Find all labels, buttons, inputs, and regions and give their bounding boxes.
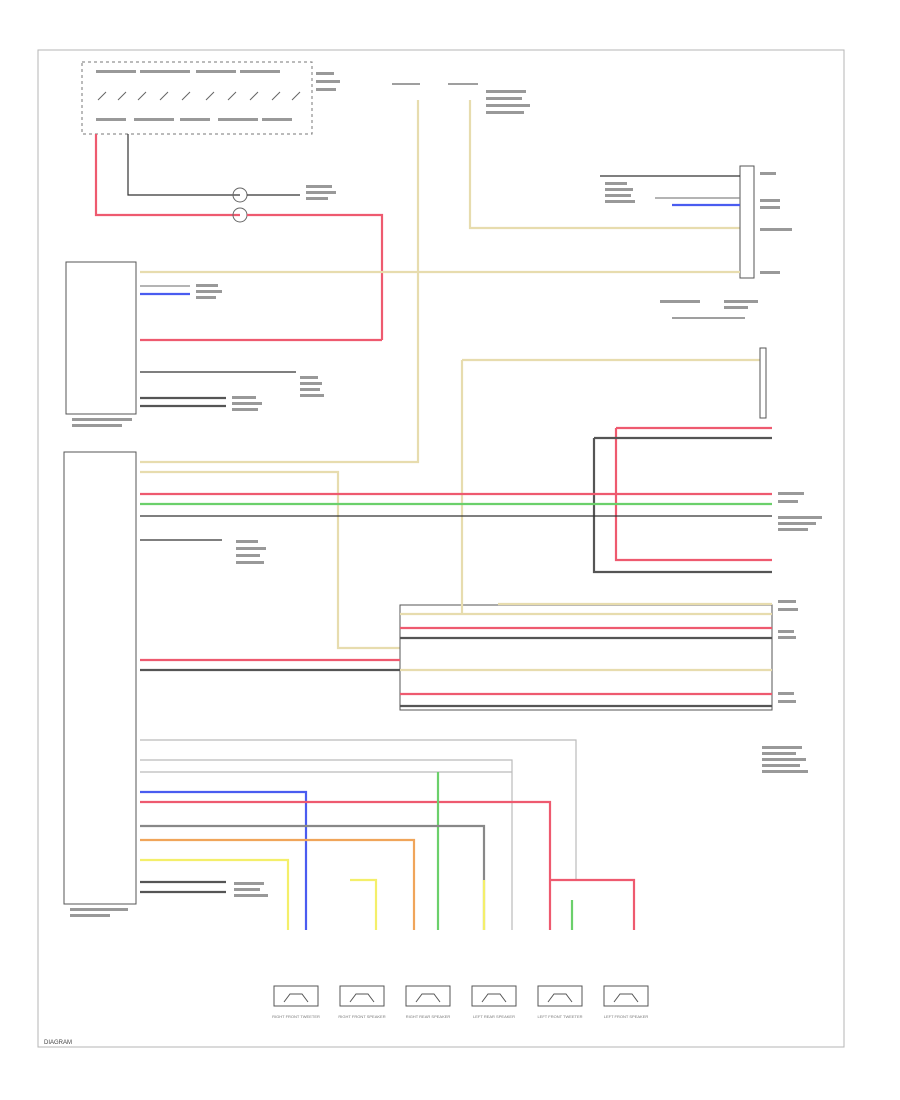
wire-fuse-black <box>127 134 240 196</box>
display-module <box>65 261 137 415</box>
speaker-lf-door: LEFT FRONT SPEAKER <box>603 985 649 1019</box>
speaker-lf-tweeter: LEFT FRONT TWEETER <box>537 985 583 1019</box>
speaker-label: LEFT FRONT TWEETER <box>537 1014 582 1019</box>
speaker-label: LEFT FRONT SPEAKER <box>604 1014 649 1019</box>
diagram-frame <box>37 49 845 1048</box>
audio-unit <box>63 451 137 905</box>
wire-fuse-red <box>94 134 240 217</box>
speaker-lr-door: LEFT REAR SPEAKER <box>471 985 517 1019</box>
speaker-rf-door: RIGHT FRONT SPEAKER <box>338 985 386 1019</box>
wire-antenna-red <box>614 426 772 562</box>
wire-speaker-yellow <box>140 858 290 930</box>
speaker-rr-door: RIGHT REAR SPEAKER <box>405 985 451 1019</box>
speaker-rf-tweeter: RIGHT FRONT TWEETER <box>272 985 320 1019</box>
speaker-label: RIGHT FRONT SPEAKER <box>338 1014 385 1019</box>
speaker-label: RIGHT FRONT TWEETER <box>272 1014 320 1019</box>
speaker-label: LEFT REAR SPEAKER <box>473 1014 515 1019</box>
wire-antenna-gray <box>592 436 772 574</box>
wire-speaker-orange <box>140 838 416 930</box>
footer-code: DIAGRAM <box>44 1040 72 1046</box>
wire-speaker-red <box>140 800 552 930</box>
wire-speaker-blue <box>140 790 308 930</box>
speaker-label: RIGHT REAR SPEAKER <box>406 1014 451 1019</box>
fuse-box <box>81 61 340 135</box>
right-module-1 <box>739 165 755 279</box>
